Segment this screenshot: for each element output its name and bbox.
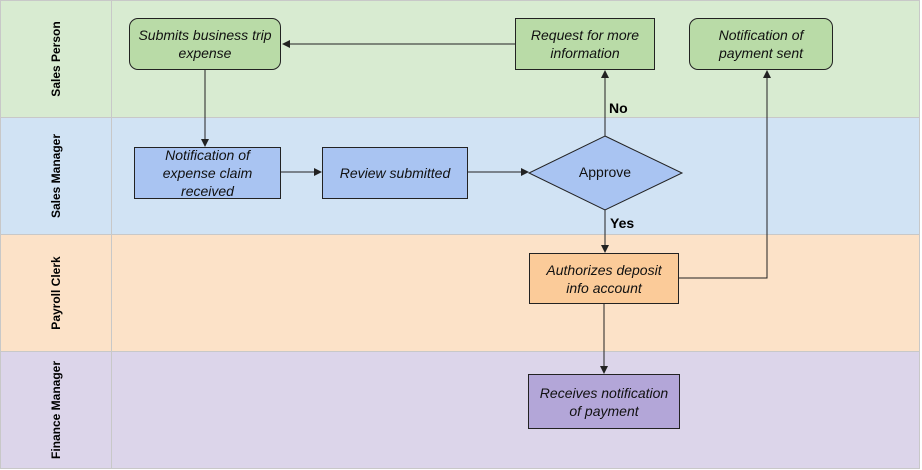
- lane-header: Sales Manager: [1, 118, 112, 234]
- lane-header: Sales Person: [1, 1, 112, 117]
- lane-finance-manager: Finance Manager: [0, 351, 920, 469]
- lane-header: Finance Manager: [1, 352, 112, 468]
- lane-header: Payroll Clerk: [1, 235, 112, 351]
- edge-label-no: No: [609, 100, 628, 116]
- node-authorizes-deposit[interactable]: Authorizes deposit info account: [529, 253, 679, 304]
- node-receives-notification[interactable]: Receives notification of payment: [528, 374, 680, 429]
- node-payment-sent[interactable]: Notification of payment sent: [689, 18, 833, 70]
- edge-label-yes: Yes: [610, 215, 635, 231]
- edge-authorize-to-payment-sent: [679, 70, 771, 279]
- node-claim-received[interactable]: Notification of expense claim received: [134, 147, 281, 199]
- node-submits-expense[interactable]: Submits business trip expense: [129, 18, 281, 70]
- node-request-more-info[interactable]: Request for more information: [515, 18, 655, 70]
- node-review-submitted[interactable]: Review submitted: [322, 147, 468, 199]
- approve-label: Approve: [578, 164, 632, 180]
